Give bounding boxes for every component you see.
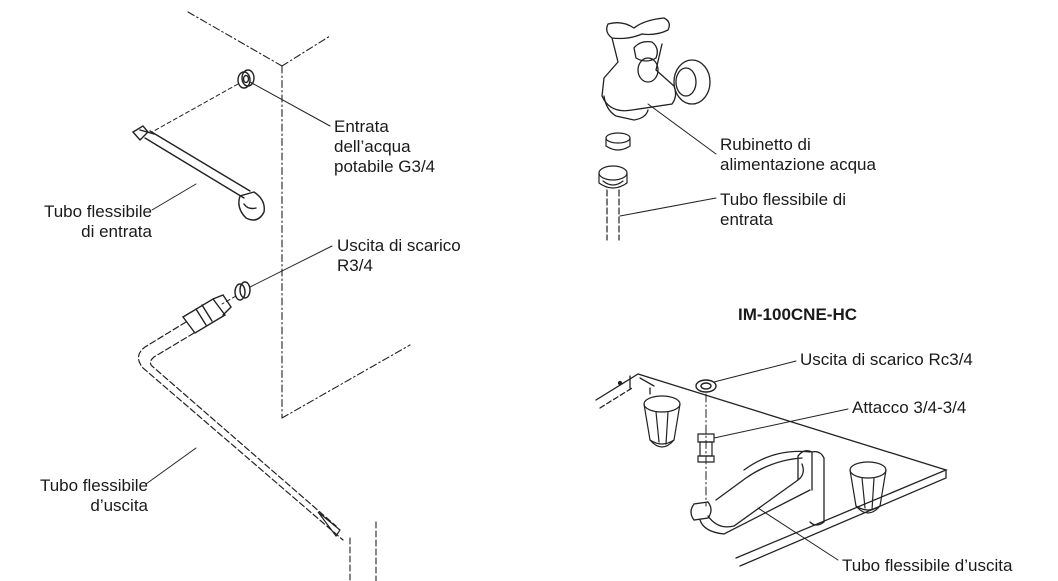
drain-fitting-left [234, 281, 251, 301]
label-inlet-hose-right: Tubo flessibile di entrata [720, 190, 846, 229]
inlet-hose-left [131, 125, 265, 221]
washer-tap [605, 132, 631, 151]
outlet-hose-right [690, 450, 825, 535]
outlet-connector-left [181, 294, 232, 334]
foot-right [849, 461, 887, 514]
drain-outlet-rc [695, 379, 717, 393]
outlet-hose-left [137, 321, 344, 541]
machine-outline-left [187, 11, 411, 419]
label-drain-outlet-rc: Uscita di scarico Rc3/4 [800, 350, 973, 369]
label-outlet-hose-right: Tubo flessibile d’uscita [842, 556, 1013, 575]
label-fitting: Attacco 3/4-3/4 [852, 398, 967, 417]
inlet-fitting [237, 69, 255, 89]
leaders-right-top [619, 103, 717, 217]
leaders-left [145, 81, 333, 485]
label-outlet-hose-left: Tubo flessibile d’uscita [39, 476, 148, 515]
label-inlet-hose-left: Tubo flessibile di entrata [43, 202, 152, 241]
label-inlet-potable: Entrata dell’acqua potabile G3/4 [334, 117, 436, 176]
faucet [601, 17, 711, 121]
leaders-right-bottom [713, 360, 849, 561]
foot-left [643, 395, 681, 448]
adapter-fitting [697, 433, 715, 463]
label-tap: Rubinetto di alimentazione acqua [720, 135, 876, 174]
label-drain-outlet: Uscita di scarico R3/4 [337, 236, 461, 275]
inlet-hose-right [598, 165, 628, 241]
machine-base-right [595, 373, 948, 567]
model-title: IM-100CNE-HC [738, 305, 858, 324]
